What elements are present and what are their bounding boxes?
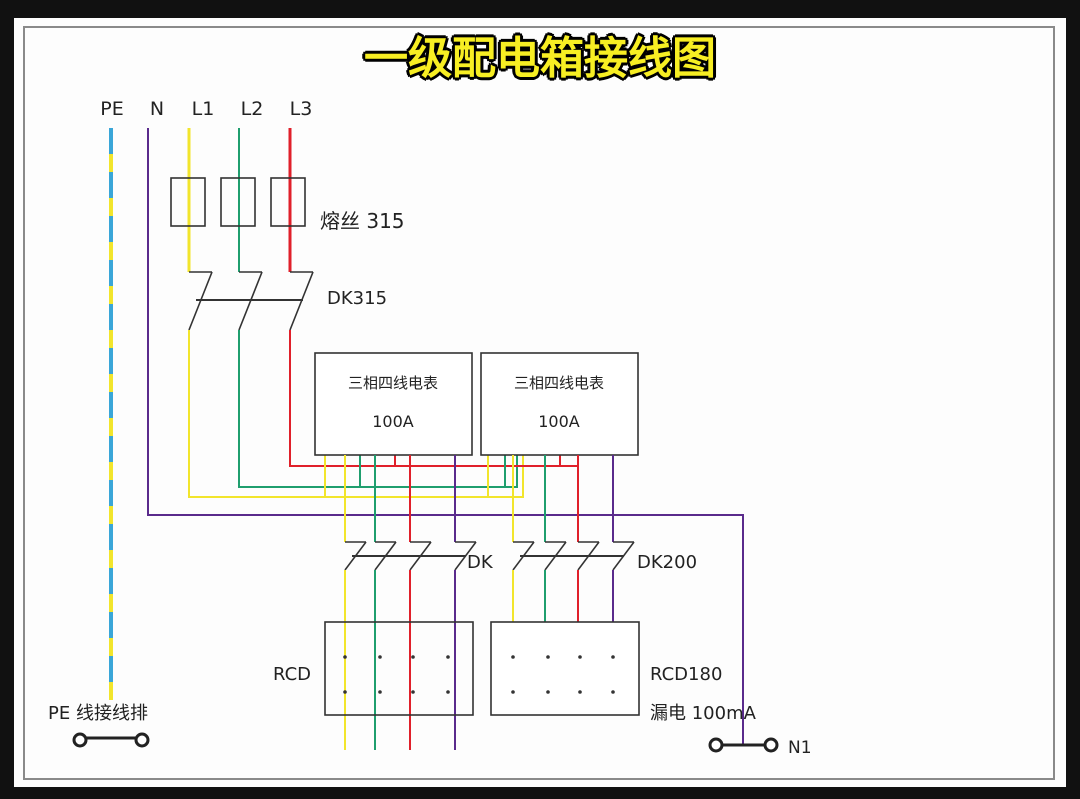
- meter-1-outputs: [344, 455, 456, 542]
- n-bus-label: N: [150, 98, 164, 120]
- rcd-right-label: RCD180: [650, 664, 722, 685]
- meter-2: 三相四线电表 100A: [480, 352, 639, 456]
- n-conductor: [147, 128, 744, 745]
- pe-bus-label: PE: [100, 98, 123, 120]
- l2-to-meters: [238, 330, 518, 488]
- diagram-title: 一级配电箱接线图: [364, 33, 716, 84]
- meter-2-outputs: [512, 455, 614, 542]
- rcd-leak-label: 漏电 100mA: [650, 703, 757, 724]
- branch-switch-dk: [344, 541, 477, 571]
- branch-switch-dk200-label: DK200: [637, 552, 697, 573]
- pe-busbar: [72, 732, 150, 748]
- meter-1: 三相四线电表 100A: [314, 352, 473, 456]
- branch-switch-dk200: [512, 541, 635, 571]
- l1-bus-label: L1: [192, 98, 215, 120]
- branch-switch-dk-label: DK: [467, 552, 494, 573]
- l3-bus-label: L3: [290, 98, 313, 120]
- meter-2-rating: 100A: [538, 412, 580, 431]
- pe-busbar-label: PE 线接线排: [48, 703, 148, 724]
- l2-bus-label: L2: [241, 98, 264, 120]
- n-terminal: [708, 737, 779, 753]
- meter-1-rating: 100A: [372, 412, 414, 431]
- diagram-border: [23, 26, 1055, 780]
- fuse-label: 熔丝 315: [320, 209, 405, 233]
- n-terminal-label: N1: [788, 738, 812, 758]
- main-switch-label: DK315: [327, 288, 387, 309]
- fuse-set: [170, 177, 306, 227]
- rcd-right: [490, 621, 640, 716]
- meter-2-name: 三相四线电表: [514, 374, 604, 392]
- rcd-left-label: RCD: [273, 664, 311, 685]
- meter-1-name: 三相四线电表: [348, 374, 438, 392]
- l1-to-meters: [188, 330, 524, 498]
- main-switch: [188, 271, 314, 331]
- rcd-left: [324, 621, 474, 716]
- rcd-left-wires: [344, 570, 456, 750]
